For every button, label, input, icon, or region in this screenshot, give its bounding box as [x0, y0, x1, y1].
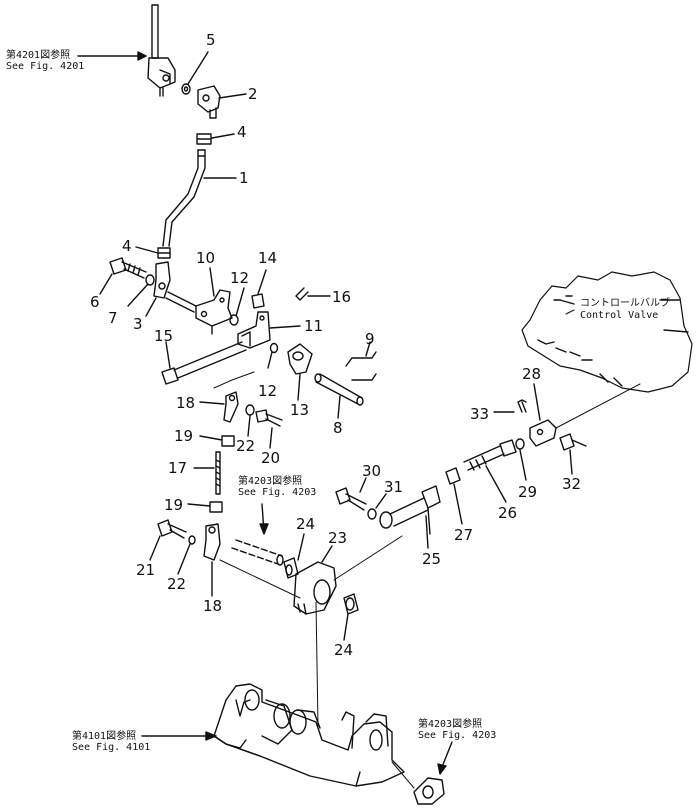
- washer-part-22-top: [246, 405, 254, 415]
- label-part-28: 28: [522, 365, 542, 383]
- bushing-part-14: [252, 294, 264, 308]
- top-lever-part: [148, 5, 175, 96]
- ref-fig4203a-jp: 第4203図参照: [238, 476, 303, 487]
- bushing-part-12-top: [230, 315, 238, 325]
- bolt-part-21: [158, 520, 186, 538]
- label-part-16: 16: [332, 288, 352, 306]
- washer-part-22-lower: [189, 536, 195, 544]
- label-part-10: 10: [196, 249, 216, 267]
- ref-fig4101-en: See Fig. 4101: [72, 742, 151, 753]
- label-part-12: 12: [230, 269, 250, 287]
- ref-fig4101-jp: 第4101図参照: [72, 731, 137, 742]
- bushing-part-24-lower: [344, 594, 358, 614]
- nut-part-19-lower: [210, 502, 222, 512]
- rod-end-part-18-lower: [204, 524, 220, 560]
- label-part-21: 21: [136, 561, 156, 579]
- label-part-5: 5: [206, 31, 216, 49]
- control-valve-label-jp: コントロールバルブ: [580, 298, 670, 309]
- label-part-24: 24: [296, 515, 316, 533]
- rod-part-17: [216, 452, 220, 494]
- label-part-18: 18: [203, 597, 223, 615]
- pin-part-33: [518, 400, 526, 412]
- label-part-19: 19: [174, 427, 194, 445]
- label-part-15: 15: [154, 327, 174, 345]
- bolt-part-30: [336, 488, 366, 510]
- lever-part-11: [238, 312, 270, 348]
- label-part-14: 14: [258, 249, 278, 267]
- label-part-30: 30: [362, 462, 382, 480]
- washer-part-31: [368, 509, 376, 519]
- label-part-11: 11: [304, 317, 324, 335]
- label-part-20: 20: [261, 449, 281, 467]
- ref-fig4201-en: See Fig. 4201: [6, 61, 85, 72]
- nut-part-27: [446, 468, 460, 484]
- bolt-part-20: [256, 410, 282, 426]
- ref-fig4203b-jp: 第4203図参照: [418, 719, 483, 730]
- label-part-4: 4: [237, 123, 247, 141]
- label-part-33: 33: [470, 405, 490, 423]
- bushing-part-24-top: [284, 558, 298, 578]
- label-part-1: 1: [239, 169, 249, 187]
- ref-fig4201-jp: 第4201図参照: [6, 50, 71, 61]
- nut-part-4-lower: [158, 248, 170, 258]
- foot-plate-fig4203: [392, 762, 444, 804]
- control-valve-label-en: Control Valve: [580, 310, 659, 321]
- nut-part-19-top: [222, 436, 234, 446]
- rod-end-part-18-top: [224, 392, 238, 422]
- nut-part-4-top: [197, 134, 211, 144]
- bracket-part-10: [196, 290, 232, 334]
- clevis-part-28: [530, 384, 640, 446]
- label-part-27: 27: [454, 526, 474, 544]
- label-part-6: 6: [90, 293, 100, 311]
- base-bracket-fig4101: [214, 602, 404, 786]
- bushing-part-12-lower: [271, 344, 278, 353]
- bolt-part-32: [560, 434, 586, 450]
- fitting-part-2: [198, 86, 220, 118]
- rod-end-part-25: [380, 486, 440, 534]
- clevis-part-3: [154, 262, 196, 312]
- washer-part-7: [146, 275, 154, 285]
- label-part-31: 31: [384, 478, 404, 496]
- washer-part-29: [516, 439, 524, 449]
- label-part-22: 22: [167, 575, 187, 593]
- label-part-3: 3: [133, 315, 143, 333]
- label-part-4: 4: [122, 237, 132, 255]
- label-part-32: 32: [562, 475, 582, 493]
- label-part-12: 12: [258, 382, 278, 400]
- bolt-part-15: [162, 342, 246, 384]
- label-part-17: 17: [168, 459, 188, 477]
- rod-part-1: [163, 150, 205, 246]
- label-part-24: 24: [334, 641, 354, 659]
- shaft-part-8: [315, 374, 363, 405]
- label-part-7: 7: [108, 309, 118, 327]
- bolt-part-6: [110, 258, 146, 278]
- control-valve: [522, 272, 692, 392]
- ref-fig4203a-en: See Fig. 4203: [238, 487, 317, 498]
- pin-part-16: [296, 288, 308, 300]
- label-part-2: 2: [248, 85, 258, 103]
- label-part-22: 22: [236, 437, 256, 455]
- label-part-13: 13: [290, 401, 310, 419]
- label-part-18: 18: [176, 394, 196, 412]
- label-part-25: 25: [422, 550, 442, 568]
- label-part-9: 9: [365, 330, 375, 348]
- sleeve-fig4203: [232, 540, 283, 565]
- pivot-part-23: [220, 536, 402, 614]
- washer-part-5: [182, 84, 190, 94]
- label-part-23: 23: [328, 529, 348, 547]
- label-part-8: 8: [333, 419, 343, 437]
- label-part-29: 29: [518, 483, 538, 501]
- rod-part-26: [464, 440, 516, 470]
- label-part-19: 19: [164, 496, 184, 514]
- block-part-13: [288, 344, 312, 374]
- label-part-26: 26: [498, 504, 518, 522]
- ref-fig4203b-en: See Fig. 4203: [418, 730, 497, 741]
- clip-part-9: [346, 352, 376, 380]
